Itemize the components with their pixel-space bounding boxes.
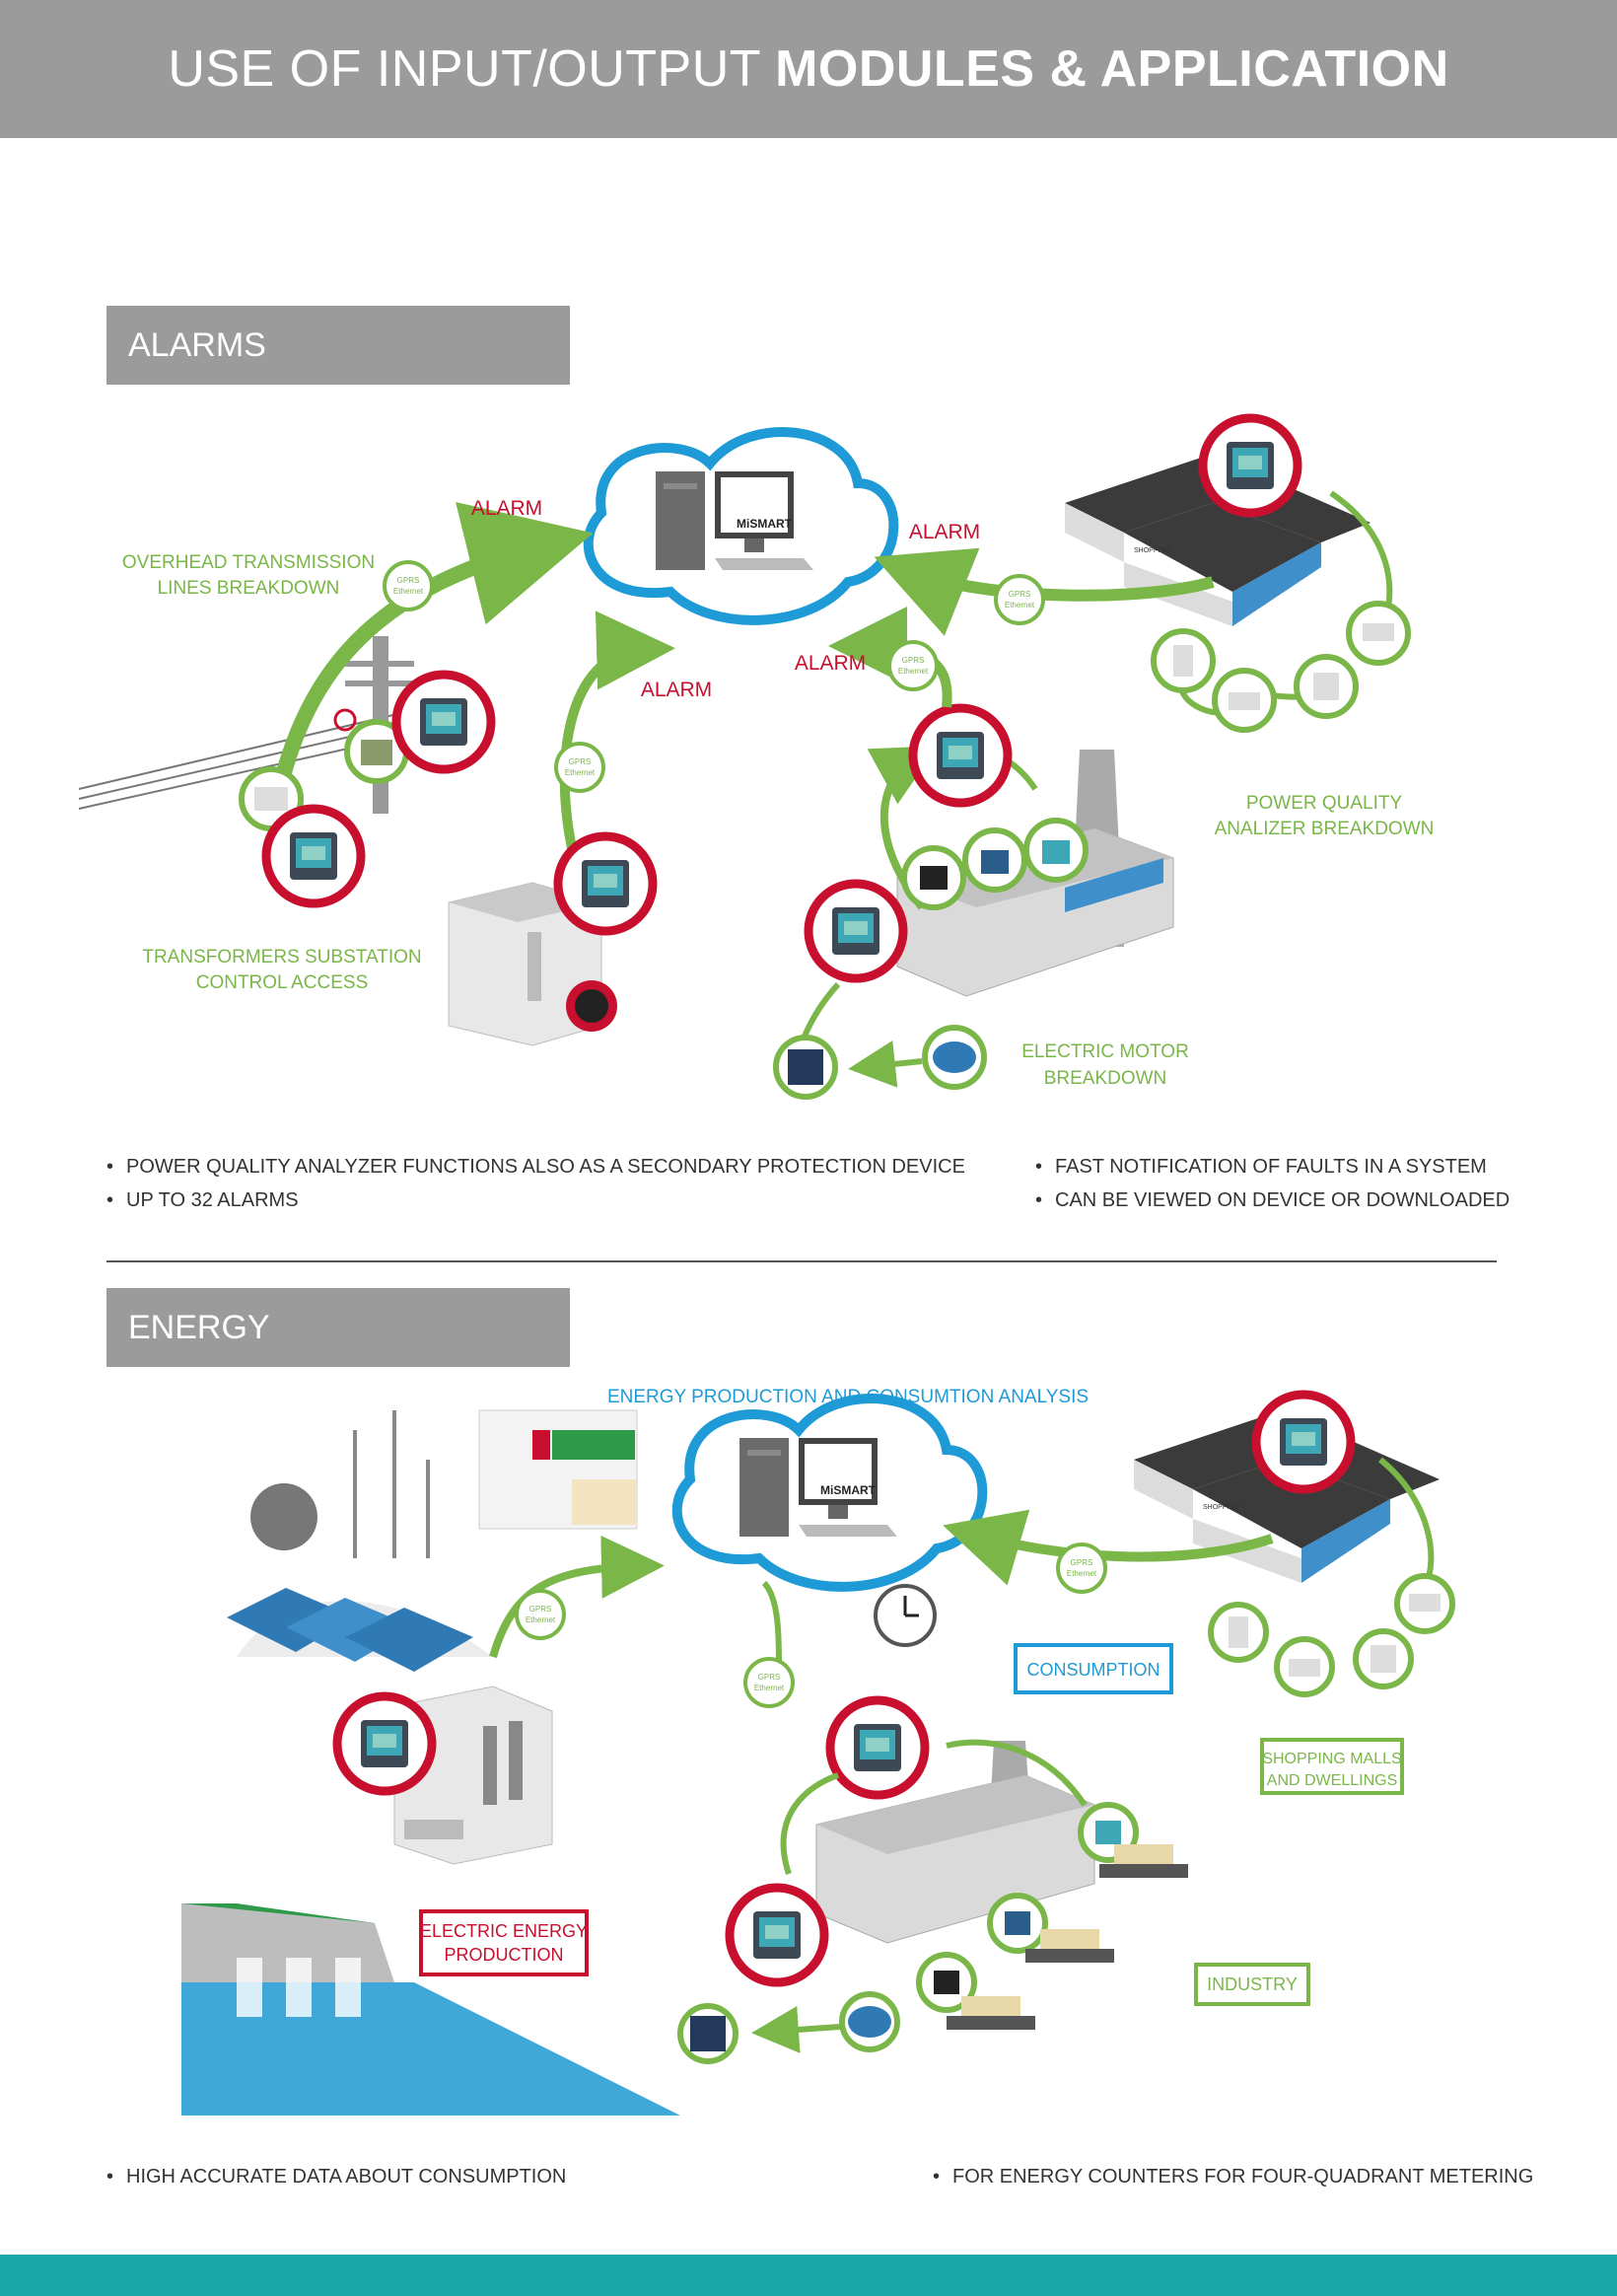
gprs-text: GPRS <box>902 656 925 665</box>
production-tag-line-1: ELECTRIC ENERGY <box>420 1921 588 1941</box>
alarms-diagram: MiSMART GPRS Ethernet ALARM OVERHEAD TRA… <box>78 395 1435 1144</box>
transformers-label-2: CONTROL ACCESS <box>196 972 369 993</box>
transformers-label-1: TRANSFORMERS SUBSTATION <box>142 947 421 968</box>
ethernet-text: Ethernet <box>565 768 596 777</box>
hydro-dam-icon <box>181 1903 680 2116</box>
consumption-tag-text: CONSUMPTION <box>1027 1660 1160 1680</box>
motor-arrow-2 <box>848 1040 923 1088</box>
page-header: USE OF INPUT/OUTPUT MODULES & APPLICATIO… <box>0 0 1617 138</box>
gprs-badge-4 <box>994 574 1045 625</box>
motor-label-2: BREAKDOWN <box>1044 1068 1167 1089</box>
energy-bullet-2: FOR ENERGY COUNTERS FOR FOUR-QUADRANT ME… <box>952 2166 1533 2188</box>
cloud-server-icon: MiSMART <box>583 426 899 625</box>
motor-label-1: ELECTRIC MOTOR <box>1021 1041 1189 1062</box>
alarm-label-4: ALARM <box>909 521 980 543</box>
gprs-text: GPRS <box>397 576 420 585</box>
industry-arrow-3 <box>946 1739 1088 1807</box>
gprs-badge-3 <box>887 640 939 691</box>
alarms-title-text: ALARMS <box>128 325 266 364</box>
gprs-badge-1 <box>383 560 434 611</box>
gprs-text: GPRS <box>758 1673 781 1682</box>
cloud-server-icon: MiSMART <box>671 1393 988 1647</box>
meter-motor-icon <box>808 884 903 978</box>
alarms-section-title: ALARMS <box>106 306 570 385</box>
alarms-bullet-2: UP TO 32 ALARMS <box>126 1189 299 1212</box>
title-light: USE OF INPUT/OUTPUT <box>168 40 761 98</box>
meter-overhead-icon <box>396 675 491 769</box>
energy-diagram: ENERGY PRODUCTION AND CONSUMTION ANALYSI… <box>181 1387 1617 2116</box>
motor-arrow <box>751 2005 841 2053</box>
energy-bullet-1: HIGH ACCURATE DATA ABOUT CONSUMPTION <box>126 2166 566 2188</box>
page-title: USE OF INPUT/OUTPUT MODULES & APPLICATIO… <box>168 39 1448 99</box>
shopping-sign: SHOPPING <box>1134 547 1170 554</box>
power-quality-label-2: ANALIZER BREAKDOWN <box>1215 819 1435 839</box>
title-bold: MODULES & APPLICATION <box>775 40 1449 98</box>
mismart-label: MiSMART <box>820 1483 877 1497</box>
footer-bar <box>0 2255 1617 2296</box>
power-quality-label-1: POWER QUALITY <box>1246 793 1403 814</box>
substation-alarm-arrow <box>559 610 675 849</box>
mall-consumption-arrow <box>943 1509 1274 1586</box>
gprs-badge-2 <box>554 742 605 793</box>
meter-mall-icon <box>1203 418 1298 513</box>
alarms-bullet-1: POWER QUALITY ANALYZER FUNCTIONS ALSO AS… <box>126 1156 965 1179</box>
energy-title-text: ENERGY <box>128 1308 270 1346</box>
meter-transformer-icon <box>266 809 361 903</box>
meter-factory-icon <box>913 708 1008 803</box>
shopping-tag-line-1: SHOPPING MALLS <box>1262 1751 1401 1767</box>
consumption-tag: CONSUMPTION <box>1014 1643 1173 1694</box>
gprs-text: GPRS <box>1071 1558 1093 1567</box>
gprs-text: GPRS <box>1009 590 1031 599</box>
meter-production-icon <box>337 1696 432 1791</box>
mall-alarm-arrow <box>874 547 1215 636</box>
industry-arrow-2 <box>780 1772 839 1875</box>
ethernet-text: Ethernet <box>393 587 424 596</box>
alarm-label-2: ALARM <box>641 679 712 701</box>
meter-industry-icon <box>830 1700 925 1795</box>
gprs-badge-5 <box>515 1589 566 1640</box>
ethernet-text: Ethernet <box>754 1684 785 1692</box>
meter-substation-icon <box>558 836 653 931</box>
gprs-badge-6 <box>1056 1543 1107 1594</box>
meter-motor-icon <box>730 1888 824 1982</box>
alarm-label-1: ALARM <box>471 497 542 520</box>
mismart-label: MiSMART <box>737 517 793 531</box>
production-tag-line-2: PRODUCTION <box>445 1945 564 1965</box>
gprs-text: GPRS <box>529 1605 552 1614</box>
ethernet-text: Ethernet <box>898 667 929 676</box>
alarms-bullet-3: FAST NOTIFICATION OF FAULTS IN A SYSTEM <box>1055 1156 1487 1179</box>
ethernet-text: Ethernet <box>526 1615 556 1624</box>
overhead-label-1: OVERHEAD TRANSMISSION <box>122 552 375 573</box>
industry-tag: INDUSTRY <box>1194 1963 1310 2006</box>
alarm-label-3: ALARM <box>795 652 866 675</box>
conveyor-icon <box>947 1844 1188 2030</box>
ethernet-text: Ethernet <box>1067 1569 1097 1578</box>
production-tag: ELECTRIC ENERGY PRODUCTION <box>419 1909 589 1976</box>
industry-arrow <box>761 1580 782 1668</box>
shopping-sign: SHOPPING <box>1203 1504 1239 1511</box>
alarms-bullet-4: CAN BE VIEWED ON DEVICE OR DOWNLOADED <box>1055 1189 1510 1212</box>
production-arrow <box>489 1535 665 1659</box>
industry-tag-text: INDUSTRY <box>1207 1974 1298 1994</box>
report-thumbnail-icon <box>478 1409 638 1530</box>
gprs-text: GPRS <box>569 757 592 766</box>
energy-section-title: ENERGY <box>106 1288 570 1367</box>
section-divider <box>106 1260 1497 1262</box>
shopping-tag-line-2: AND DWELLINGS <box>1267 1772 1397 1789</box>
overhead-label-2: LINES BREAKDOWN <box>158 578 340 599</box>
gprs-badge-7 <box>743 1657 795 1708</box>
renewables-icon <box>227 1410 493 1672</box>
substation-cabinet-icon <box>448 882 617 1046</box>
meter-mall-icon <box>1256 1395 1351 1489</box>
ethernet-text: Ethernet <box>1005 601 1035 610</box>
shopping-tag: SHOPPING MALLS AND DWELLINGS <box>1260 1738 1404 1795</box>
